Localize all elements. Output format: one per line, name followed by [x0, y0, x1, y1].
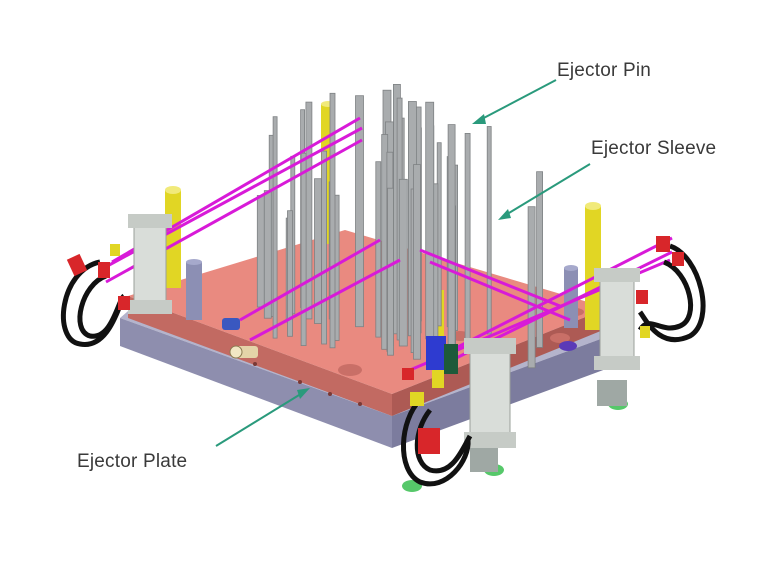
ejector-plate-label: Ejector Plate [77, 451, 188, 472]
ejector-pin-rod [387, 187, 394, 356]
green-feet [402, 380, 628, 492]
ejector-pin-rod [272, 116, 278, 339]
ejector-pin-rod [413, 164, 421, 360]
ejector-pin-rod [355, 95, 364, 328]
ejector-pin-rod [447, 124, 456, 359]
ejector-sleeve-label: Ejector Sleeve [591, 138, 717, 159]
ejector-pin-rod [263, 190, 272, 319]
left-cylinder [60, 214, 172, 347]
ejector-pin-rod [329, 92, 336, 349]
ejector-pin-rod [486, 126, 492, 335]
right-cylinder [594, 236, 706, 370]
ejector-pin-rod [287, 210, 293, 337]
ejector-pin-rod [425, 101, 435, 340]
ejector-pin-label: Ejector Pin [557, 60, 652, 81]
ejector-pin-rod [321, 150, 328, 345]
ejector-pin-rod [300, 152, 307, 346]
arrow-ejector-sleeve [498, 163, 591, 220]
ejector-pin-rod [398, 178, 408, 347]
support-posts [186, 259, 578, 351]
ejector-pin-rod [375, 161, 382, 338]
ejector-pin-rod [527, 206, 536, 369]
edge-fittings [222, 318, 258, 359]
ejector-pin-rod [464, 132, 471, 352]
front-cylinder [401, 336, 516, 487]
ejector-pin-rod [256, 195, 265, 308]
ejector-pins [256, 84, 543, 369]
ejector-pin-rod [536, 171, 543, 348]
ejector-pin-rod [305, 101, 313, 320]
arrow-ejector-plate [215, 388, 310, 447]
arrow-ejector-pin [472, 79, 557, 124]
